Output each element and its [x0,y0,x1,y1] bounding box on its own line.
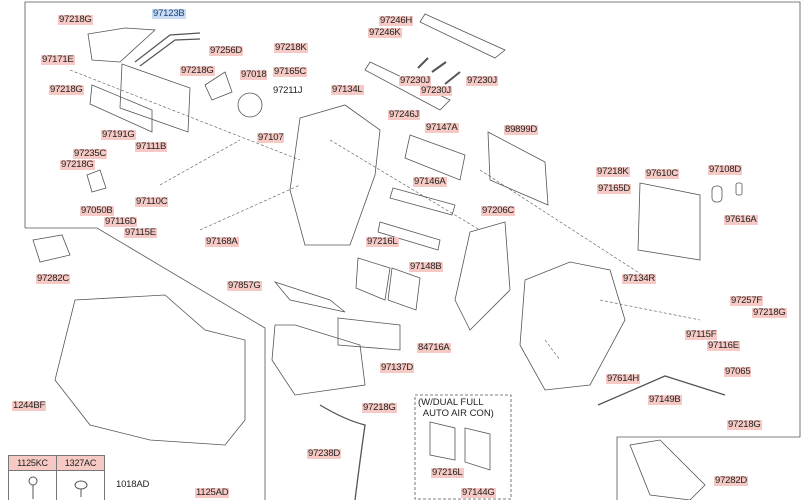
part-label[interactable]: 97134R [622,273,657,284]
hose-97238D [319,404,366,500]
part-label[interactable]: 97218G [362,402,397,413]
part-label[interactable]: 97610C [645,168,680,179]
part-label[interactable]: 97857G [227,280,262,291]
option-door-97144G [464,427,491,471]
actuator-97050B [86,169,107,193]
part-label[interactable]: 97238D [307,448,342,459]
option-note: (W/DUAL FULL AUTO AIR CON) [418,397,494,419]
seal-97230J [417,57,461,85]
hvac-assembly [54,294,246,446]
part-label[interactable]: 97107 [257,132,285,143]
plate-97206C [454,221,511,331]
part-label[interactable]: 97110C [135,196,169,207]
filter-84716A [337,317,401,351]
part-label[interactable]: 97230J [466,75,498,86]
part-label[interactable]: 97257F [730,295,764,306]
clip-icon [57,471,104,500]
part-label[interactable]: 97230J [399,75,431,86]
part-label[interactable]: 89899D [504,124,539,135]
heater-filter [89,84,153,133]
duct-97282D [629,439,706,500]
part-label[interactable]: 1244BF [12,400,47,411]
option-door-97216L [429,421,456,461]
part-label[interactable]: 97246J [388,109,420,120]
part-label[interactable]: 97111B [135,141,168,152]
part-label[interactable]: 97116D [104,216,138,227]
case-right-97134R [519,261,626,391]
part-label[interactable]: 97218G [752,307,787,318]
evaporator-97610C [637,182,701,261]
part-label[interactable]: 97147A [425,122,459,133]
part-label[interactable]: 1018AD [116,479,150,490]
part-label[interactable]: 97218G [58,14,93,25]
duct-97857G [273,281,346,313]
part-label[interactable]: 97246K [368,27,402,38]
door-97216L [355,257,391,301]
part-label[interactable]: 97171E [41,54,75,65]
part-label[interactable]: 97115F [685,329,718,340]
part-label[interactable]: 97134L [331,84,364,95]
actuator-97256D [204,71,233,101]
part-label[interactable]: 97108D [708,164,743,175]
part-label[interactable]: 97168A [205,236,239,247]
part-label[interactable]: 97218G [60,159,95,170]
door-97148B [377,221,441,251]
actuator-97282C [32,234,71,263]
part-label[interactable]: 97116E [707,340,740,351]
part-label[interactable]: 97614H [606,373,641,384]
part-label[interactable]: 97165C [273,66,308,77]
part-label[interactable]: 97206C [481,205,516,216]
tray-97137D [271,324,366,396]
door-97147A [404,134,466,181]
part-label[interactable]: 97218G [49,84,84,95]
part-label[interactable]: 97050B [80,205,114,216]
part-label[interactable]: 97216L [431,467,464,478]
fastener-label-1327ac[interactable]: 1327AC [57,456,104,470]
seal-97616A [735,182,743,196]
part-label-selected[interactable]: 97123B [152,8,186,19]
part-label[interactable]: 97065 [724,366,752,377]
group-border-lower [25,227,266,500]
bolt-icon [9,471,57,500]
part-label[interactable]: 97218G [727,419,762,430]
part-label[interactable]: 97146A [413,176,447,187]
seal-97246H [419,13,506,59]
part-label[interactable]: 84716A [417,342,451,353]
assembly-lines [69,69,701,361]
fastener-label-1125kc[interactable]: 1125KC [9,456,57,470]
case-left-97134L [289,104,381,246]
part-label[interactable]: 97218K [596,166,630,177]
part-label[interactable]: 97165D [597,183,632,194]
cover-89899D [487,131,549,206]
part-label[interactable]: 97216L [366,236,399,247]
part-label[interactable]: 97115E [124,227,157,238]
part-label[interactable]: 97144G [461,487,496,498]
part-label[interactable]: 97218G [180,65,215,76]
part-label[interactable]: 97256D [209,45,244,56]
part-label[interactable]: 97149B [648,394,682,405]
door-97146A [389,187,456,216]
part-label[interactable]: 97246H [379,15,414,26]
part-label[interactable]: 97230J [420,85,452,96]
option-box [414,394,512,500]
part-label[interactable]: 97137D [380,362,415,373]
part-label[interactable]: 97218K [274,42,308,53]
seal-97108D [711,185,723,203]
part-label[interactable]: 97282D [714,475,749,486]
group-border-upper [24,1,801,500]
part-label[interactable]: 97148B [409,261,443,272]
pipe-97149B [597,375,726,406]
door-97216L-b [387,267,421,311]
part-label[interactable]: 97282C [36,273,71,284]
part-label[interactable]: 97211J [273,85,303,96]
fastener-table: 1125KC 1327AC [8,455,105,500]
heater-core [87,27,201,133]
part-label[interactable]: 97018 [240,69,268,80]
gear-97018 [237,92,263,118]
part-label[interactable]: 97235C [73,148,108,159]
part-label[interactable]: 97616A [724,214,758,225]
part-label[interactable]: 1125AD [195,487,230,498]
part-label[interactable]: 97191G [101,129,136,140]
